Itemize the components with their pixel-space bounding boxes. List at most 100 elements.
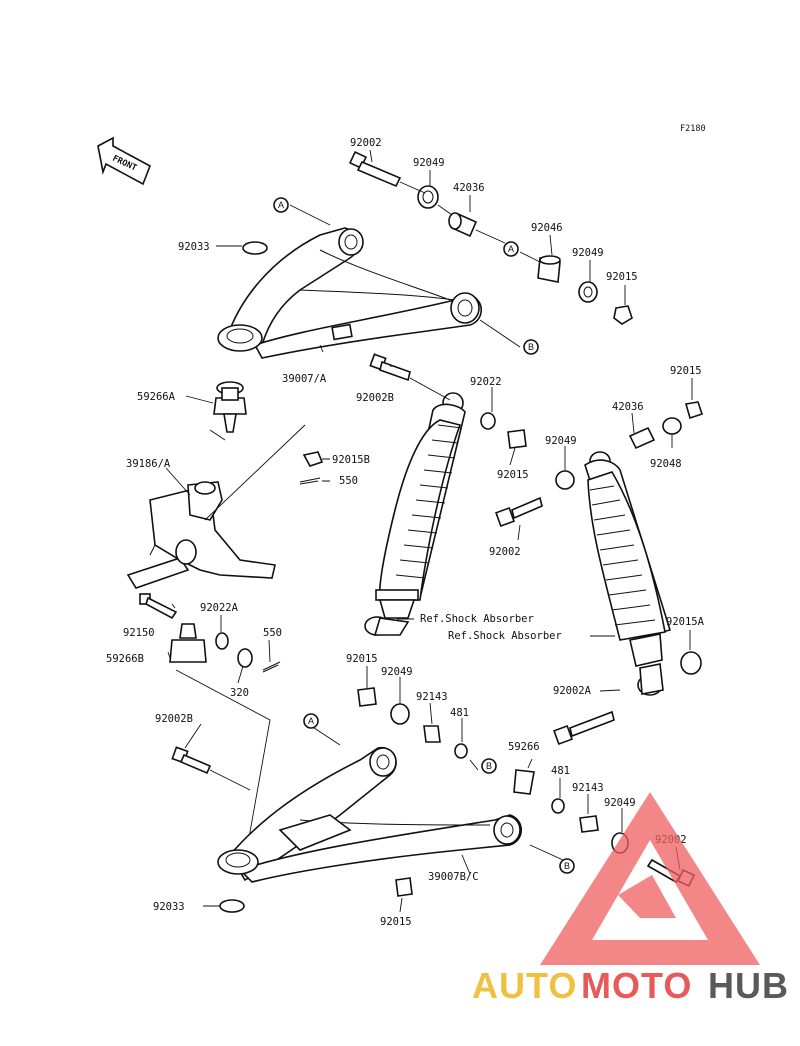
ring-92033-bot xyxy=(219,899,245,913)
watermark-hub: HUB xyxy=(708,965,789,1006)
svg-text:B: B xyxy=(486,761,492,771)
label-39186a: 39186/A xyxy=(126,458,171,470)
label-92143-l: 92143 xyxy=(416,691,448,703)
ball-joint-59266b xyxy=(169,623,207,663)
label-42036-r: 42036 xyxy=(612,401,644,413)
label-92015a: 92015A xyxy=(666,616,705,628)
label-59266a: 59266A xyxy=(137,391,176,403)
label-92046: 92046 xyxy=(531,222,563,234)
label-92015-top: 92015 xyxy=(606,271,638,283)
label-39007bc: 39007B/C xyxy=(428,871,479,883)
circle-a-top: A xyxy=(273,197,289,213)
label-92022a: 92022A xyxy=(200,602,239,614)
nut-92015-top xyxy=(613,305,633,325)
washer-92049-l xyxy=(390,703,410,725)
washer-481-r xyxy=(551,798,565,814)
label-59266b: 59266B xyxy=(106,653,144,665)
bolt-92002-top xyxy=(348,150,402,188)
figure-code: F2180 xyxy=(680,124,706,134)
nut-92015-r xyxy=(684,401,704,420)
nut-92015-l xyxy=(357,687,377,707)
label-ref-shock-1: Ref.Shock Absorber xyxy=(420,613,534,625)
label-92049-l: 92049 xyxy=(381,666,413,678)
label-92049-mid: 92049 xyxy=(572,247,604,259)
circle-b-top: B xyxy=(523,339,539,355)
label-92015-l: 92015 xyxy=(346,653,378,665)
washer-92022a xyxy=(215,632,229,650)
bushing-42036-top xyxy=(448,212,478,238)
washer-481-l xyxy=(454,743,468,759)
label-92049-top: 92049 xyxy=(413,157,445,169)
svg-text:A: A xyxy=(308,716,314,726)
cotter-pin-550-top xyxy=(299,477,321,485)
washer-92048 xyxy=(662,417,682,435)
label-92143-r: 92143 xyxy=(572,782,604,794)
label-92049-r: 92049 xyxy=(545,435,577,447)
nut-92015-bot xyxy=(395,877,413,897)
label-92150: 92150 xyxy=(123,627,155,639)
label-92048: 92048 xyxy=(650,458,682,470)
svg-text:B: B xyxy=(564,861,570,871)
nut-92015a xyxy=(680,651,702,675)
nut-92015b xyxy=(302,451,324,467)
watermark-auto: AUTO xyxy=(472,965,577,1006)
label-550-bot: 550 xyxy=(263,627,282,639)
label-92015-c: 92015 xyxy=(497,469,529,481)
bolt-92002-c xyxy=(495,496,543,527)
label-481-r: 481 xyxy=(551,765,570,777)
washer-92049-top xyxy=(417,185,439,209)
svg-text:A: A xyxy=(278,200,284,210)
label-42036-top: 42036 xyxy=(453,182,485,194)
label-ref-shock-2: Ref.Shock Absorber xyxy=(448,630,562,642)
washer-92049-mid xyxy=(578,281,598,303)
label-92022: 92022 xyxy=(470,376,502,388)
washer-92022 xyxy=(480,412,496,430)
circle-b-low: B xyxy=(481,758,497,774)
bushing-92143-l xyxy=(423,725,441,743)
knuckle-39186a xyxy=(126,481,276,589)
watermark-logo xyxy=(540,792,760,965)
lower-a-arm xyxy=(217,747,523,883)
label-59266: 59266 xyxy=(508,741,540,753)
bushing-59266 xyxy=(513,769,535,795)
shock-absorber-left xyxy=(364,392,466,636)
bolt-92150 xyxy=(139,593,178,620)
label-481-l: 481 xyxy=(450,707,469,719)
label-92002a: 92002A xyxy=(553,685,592,697)
watermark-wordmark: AUTO MOTO HUB xyxy=(472,965,789,1006)
cotter-pin-550-bottom xyxy=(262,661,281,673)
watermark-moto: MOTO xyxy=(581,965,692,1006)
castle-nut-320 xyxy=(237,648,253,668)
label-92002b-mid: 92002B xyxy=(356,392,394,404)
nut-92015-c xyxy=(507,429,527,449)
ring-92033-top xyxy=(242,241,268,255)
label-320: 320 xyxy=(230,687,249,699)
shock-absorber-right xyxy=(584,451,672,696)
label-92015b: 92015B xyxy=(332,454,370,466)
label-92002-top: 92002 xyxy=(350,137,382,149)
svg-text:B: B xyxy=(528,342,534,352)
upper-a-arm xyxy=(217,227,483,359)
watermark-triangle-icon xyxy=(540,792,760,965)
label-39007a: 39007/A xyxy=(282,373,327,385)
label-92015-r: 92015 xyxy=(670,365,702,377)
label-550-top: 550 xyxy=(339,475,358,487)
svg-text:A: A xyxy=(508,244,514,254)
label-92033-top: 92033 xyxy=(178,241,210,253)
bolt-92002b-mid xyxy=(369,353,411,382)
bolt-92002b-low xyxy=(171,746,212,775)
circle-b-bot: B xyxy=(559,858,575,874)
label-92049-br: 92049 xyxy=(604,797,636,809)
label-92015-bot: 92015 xyxy=(380,916,412,928)
washer-92049-r xyxy=(555,470,575,490)
circle-a-low: A xyxy=(303,713,319,729)
bushing-92046 xyxy=(537,255,561,283)
bushing-42036-right xyxy=(628,426,656,450)
circle-a-mid: A xyxy=(503,241,519,257)
ball-joint-59266a xyxy=(213,381,247,433)
label-92002b-low: 92002B xyxy=(155,713,193,725)
front-arrow-icon: FRONT xyxy=(97,136,152,186)
bushing-92143-r xyxy=(579,815,599,833)
label-92002-c: 92002 xyxy=(489,546,521,558)
